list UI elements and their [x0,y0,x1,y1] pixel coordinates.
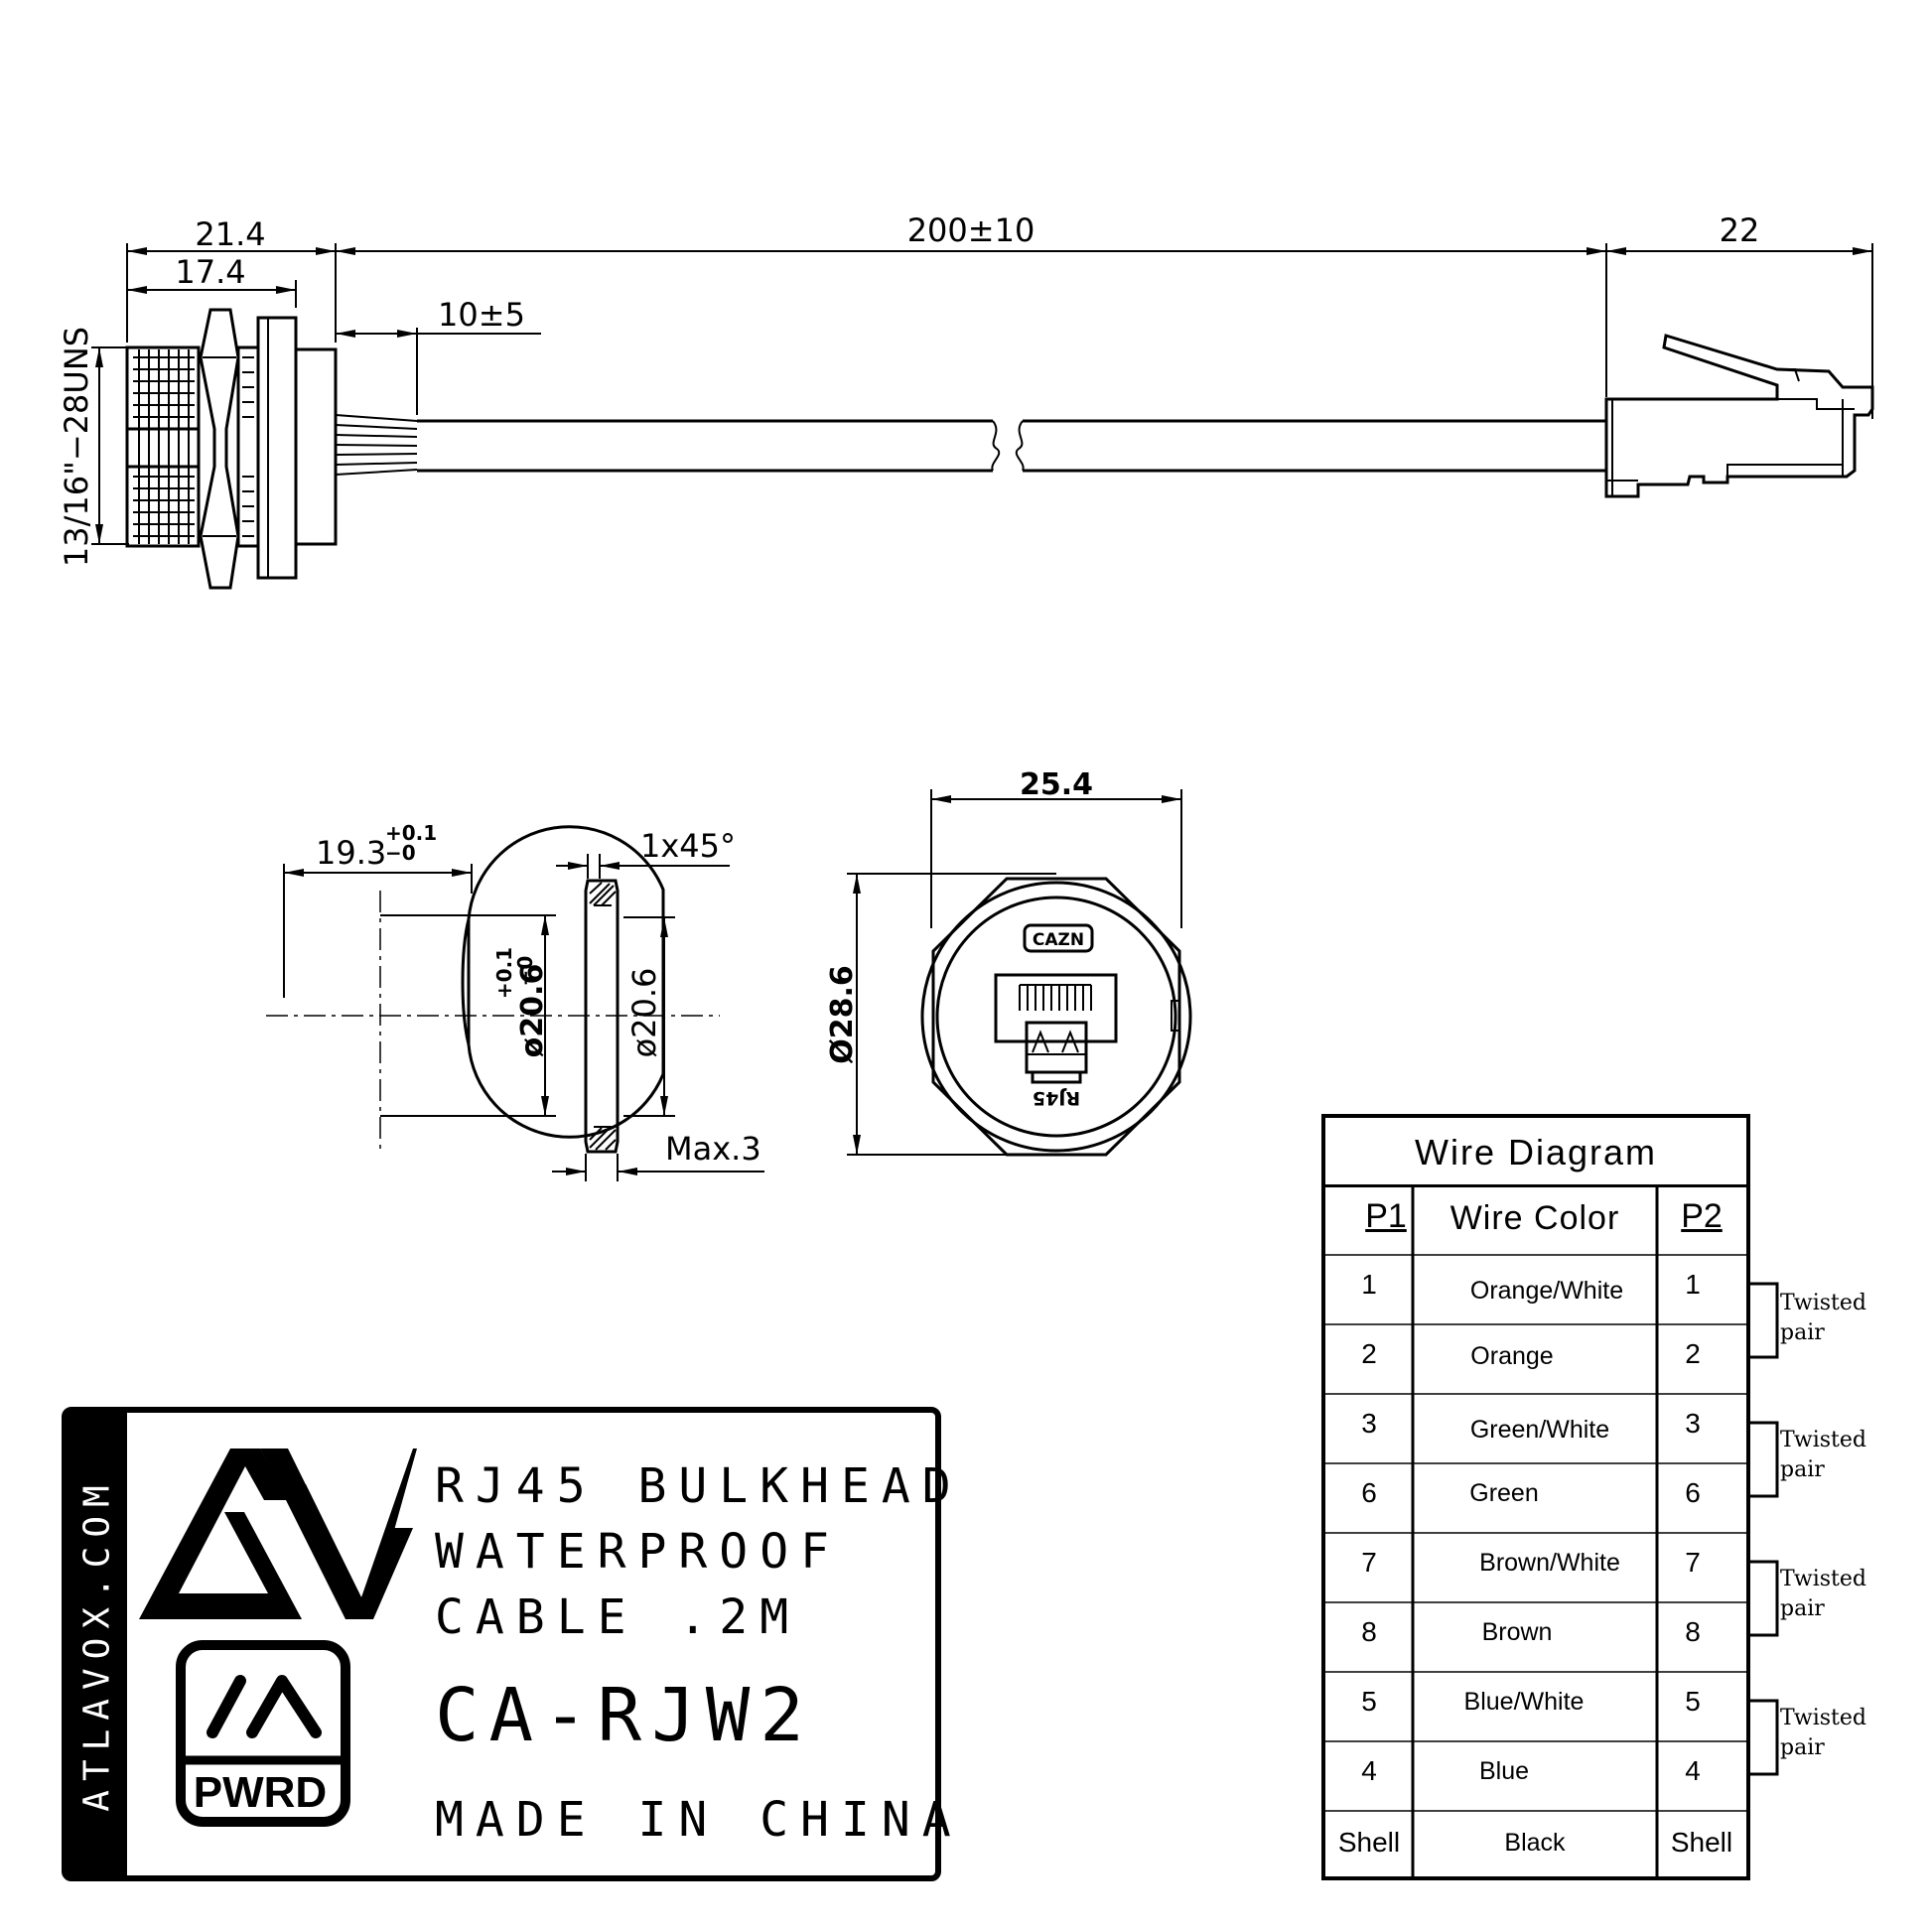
label-side-strip: ATLAVOX.COM [68,1413,127,1875]
row-9-color: Black [1504,1829,1566,1857]
row-2-color: Orange [1470,1342,1554,1370]
wire-table-grid [1325,1185,1746,1876]
twisted-pair-brackets [1749,1282,1779,1776]
cutout-dia-tol-minus: −0 [513,956,537,987]
dim-10: 10±5 [438,296,525,334]
row-5-p1: 7 [1361,1547,1377,1578]
face-mark-bottom: RJ45 [1033,1087,1080,1109]
wire-diagram-title: Wire Diagram [1325,1118,1746,1187]
row-3-p1: 3 [1361,1408,1377,1439]
label-line-3: CABLE .2M [435,1589,801,1645]
gasket-thickness: Max.3 [665,1130,761,1168]
website-text: ATLAVOX.COM [76,1476,118,1812]
model-number: CA-RJW2 [435,1673,814,1758]
row-8-color: Blue [1478,1757,1530,1785]
row-2-p1: 2 [1361,1338,1377,1369]
header-p1: P1 [1365,1197,1407,1235]
front-view: 25.4 Ø28.6 CAZN RJ45 [825,767,1192,1157]
row-8-p1: 4 [1361,1755,1377,1786]
row-7-p2: 5 [1685,1686,1701,1717]
label-line-2: WATERPROOF [435,1524,841,1580]
row-4-p1: 6 [1361,1477,1377,1508]
row-2-p2: 2 [1685,1338,1701,1369]
row-9-p1: Shell [1337,1827,1401,1858]
cutout-width: 19.3 [316,834,386,872]
pwrd-badge-text: PWRD [193,1768,328,1817]
twisted-pair-note-3: Twisted pair [1780,1567,1866,1621]
twisted-pair-note-4: Twisted pair [1780,1706,1866,1760]
row-1-p1: 1 [1361,1269,1377,1300]
thread-spec: 13/16"−28UNS [58,327,95,567]
row-6-p2: 8 [1685,1616,1701,1647]
row-5-color: Brown/White [1479,1549,1620,1577]
label-line-1: RJ45 BULKHEAD [435,1458,963,1514]
row-7-color: Blue/White [1463,1688,1585,1716]
dim-17-4: 17.4 [175,253,245,291]
cutout-dia-tol-plus: +0.1 [492,947,516,999]
row-9-p2: Shell [1670,1827,1733,1858]
header-wire-color: Wire Color [1449,1199,1620,1237]
dim-200: 200±10 [907,211,1035,249]
origin-text: MADE IN CHINA [435,1792,963,1848]
row-4-color: Green [1469,1479,1539,1507]
gasket-dia: ø20.6 [625,968,663,1058]
cutout-dia: ø20.6 [515,964,550,1058]
gasket-chamfer: 1x45° [640,827,736,865]
product-label: ATLAVOX.COM PWRD RJ45 BULKHEAD WATERPROO… [62,1407,951,1881]
face-mark-top: CAZN [1033,930,1084,950]
row-7-p1: 5 [1361,1686,1377,1717]
row-8-p2: 4 [1685,1755,1701,1786]
twisted-pair-note-1: Twisted pair [1780,1291,1866,1345]
flange-width: 25.4 [1020,767,1093,802]
row-6-color: Brown [1481,1618,1553,1646]
cutout-width-tol-plus: +0.1 [385,821,437,845]
twisted-pair-note-2: Twisted pair [1780,1428,1866,1482]
row-1-p2: 1 [1685,1269,1701,1300]
pwrd-badge-icon [176,1640,350,1827]
dim-21-4: 21.4 [195,215,265,253]
wire-diagram-table: Wire Diagram P1 Wire Color P2 1 Orange/W… [1321,1114,1750,1880]
gasket-section: 1x45° ø20.6 Max.3 [552,827,764,1181]
header-p2: P2 [1681,1197,1723,1235]
row-6-p1: 8 [1361,1616,1377,1647]
side-view: 21.4 17.4 200±10 22 10±5 13/16"−28UNS [58,211,1874,590]
row-1-color: Orange/White [1469,1277,1624,1305]
dim-22: 22 [1720,211,1760,249]
row-4-p2: 6 [1685,1477,1701,1508]
row-3-color: Green/White [1469,1416,1610,1444]
av-logo-icon [139,1449,417,1619]
row-3-p2: 3 [1685,1408,1701,1439]
cutout-width-tol-minus: −0 [385,841,416,865]
row-5-p2: 7 [1685,1547,1701,1578]
flange-dia: Ø28.6 [825,965,860,1064]
